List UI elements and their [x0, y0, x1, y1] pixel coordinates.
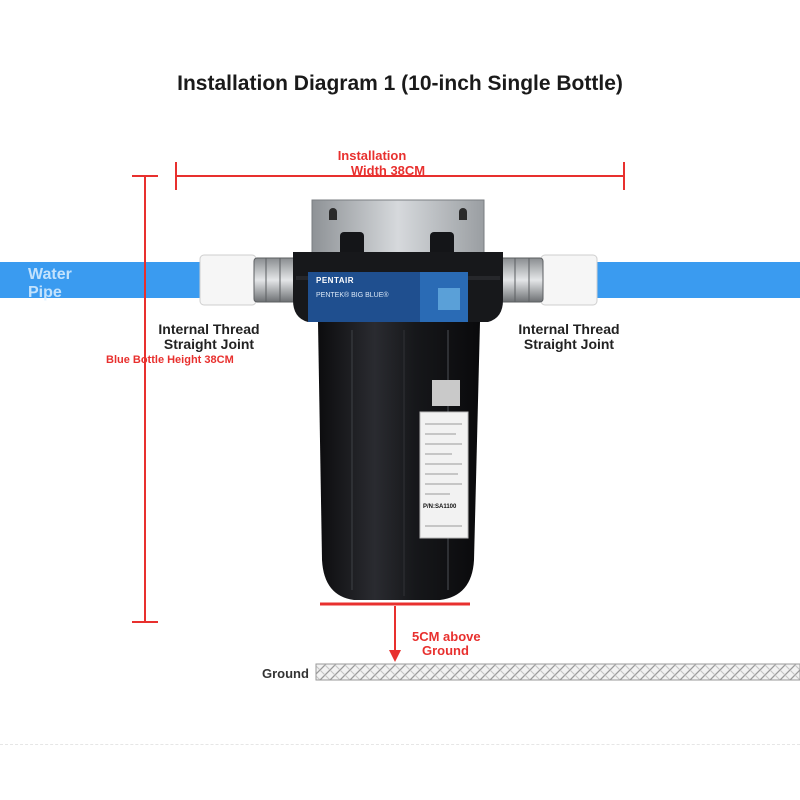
left-joint-line2: Straight Joint: [163, 336, 255, 352]
wall-bracket: [311, 199, 485, 257]
water-pipe-right: [595, 262, 800, 298]
inlet-port-right: [430, 232, 454, 258]
width-label-line1: Installation: [337, 148, 407, 163]
clearance-line2: Ground: [422, 643, 469, 658]
left-joint-label: Internal Thread Straight Joint: [146, 322, 272, 352]
installation-width-label: Installation Width 38CM: [300, 148, 460, 178]
bottle-height-label: Blue Bottle Height 38CM: [106, 354, 234, 366]
divider: [0, 744, 800, 745]
left-joint-line1: Internal Thread: [158, 321, 260, 337]
clearance-line1: 5CM above: [412, 629, 481, 644]
brand-text: PENTAIR: [316, 276, 355, 285]
coupling-right: [540, 254, 598, 306]
water-pipe-left: [0, 262, 210, 298]
metal-joint-left: [253, 257, 299, 303]
water-pipe-label: Water Pipe: [28, 266, 72, 302]
ground-clearance-label: 5CM above Ground: [412, 630, 481, 658]
right-joint-line1: Internal Thread: [518, 321, 620, 337]
metal-joint-right: [498, 257, 544, 303]
ground-surface: [315, 663, 800, 681]
clearance-arrow: [389, 606, 401, 662]
coupling-left: [199, 254, 257, 306]
part-number: P/N:SA1100: [423, 504, 457, 510]
model-text: PENTEK® BIG BLUE®: [316, 292, 389, 299]
inlet-port-left: [340, 232, 364, 258]
pipe-label-line1: Water: [28, 266, 72, 283]
mounting-hole-left: [329, 208, 337, 220]
width-dimension: [175, 162, 625, 190]
pipe-label-line2: Pipe: [28, 284, 62, 301]
right-joint-line2: Straight Joint: [523, 336, 615, 352]
height-dimension: [132, 175, 158, 623]
diagram-title: Installation Diagram 1 (10-inch Single B…: [177, 72, 623, 95]
width-label-line2: Width 38CM: [350, 163, 426, 178]
right-joint-label: Internal Thread Straight Joint: [506, 322, 632, 352]
spec-sticker: [419, 411, 469, 539]
ground-label: Ground: [262, 666, 309, 681]
mounting-hole-right: [459, 208, 467, 220]
